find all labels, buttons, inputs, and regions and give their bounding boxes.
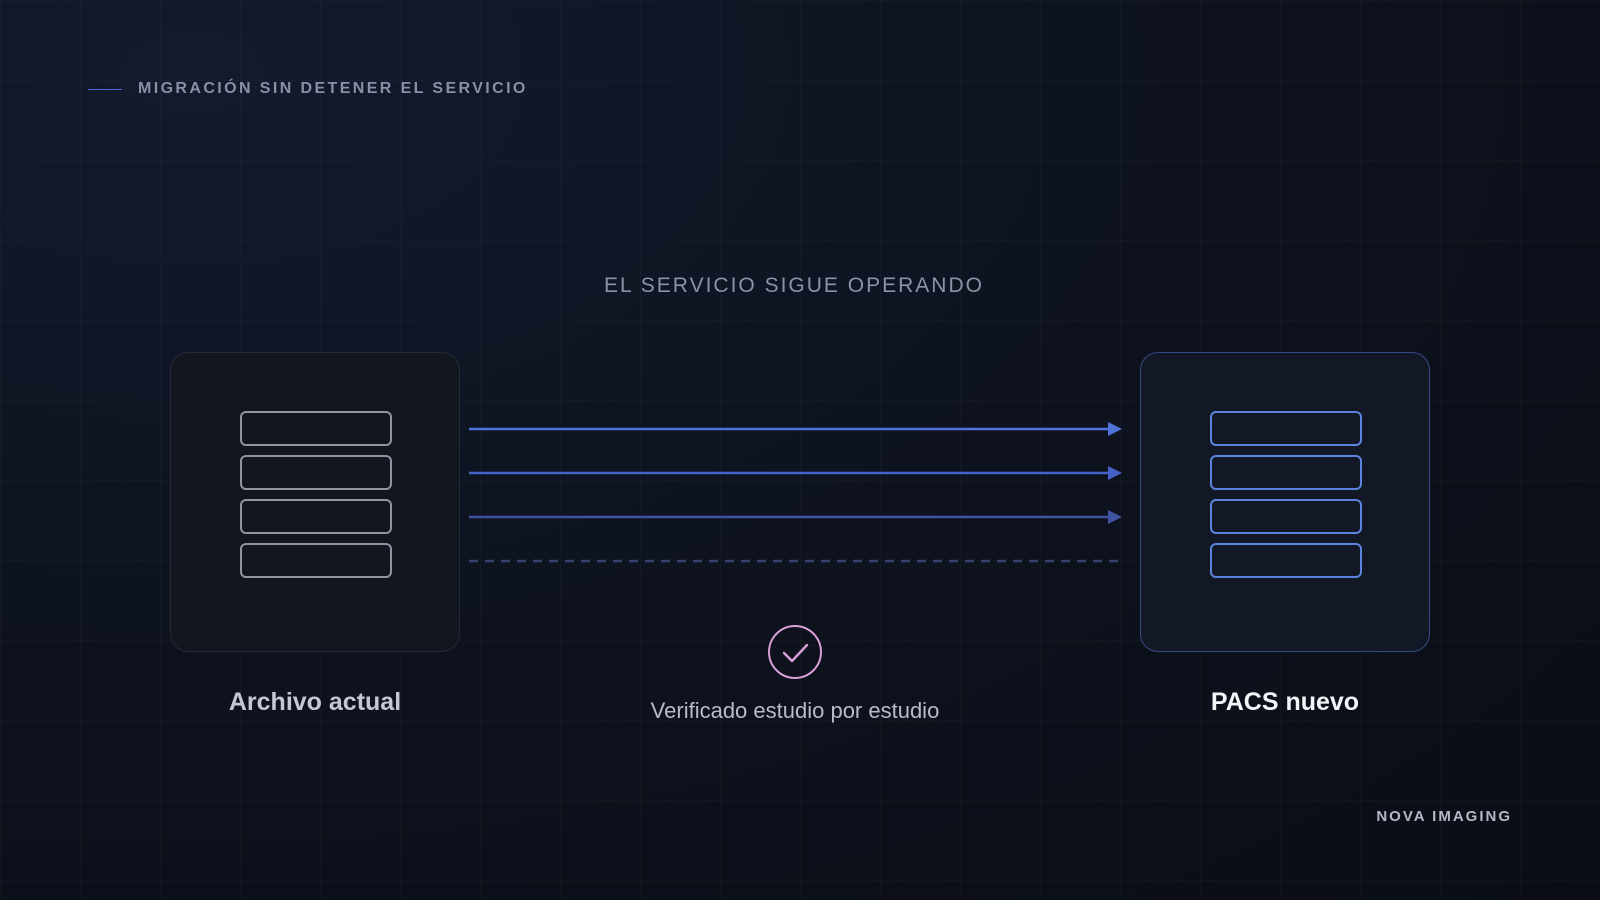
service-status-heading: EL SERVICIO SIGUE OPERANDO [604, 274, 984, 297]
target-disk [1210, 499, 1362, 534]
source-label: Archivo actual [228, 688, 402, 716]
section-eyebrow: MIGRACIÓN SIN DETENER EL SERVICIO [88, 80, 528, 98]
target-disk [1210, 455, 1362, 490]
target-disk [1210, 543, 1362, 578]
source-disk [240, 499, 392, 534]
source-storage-icon [240, 411, 392, 587]
check-mark [782, 643, 809, 663]
brand-logo-text: NOVA IMAGING [1376, 808, 1512, 825]
flow-lines-group [469, 422, 1122, 563]
target-label: PACS nuevo [1210, 688, 1360, 716]
eyebrow-title: MIGRACIÓN SIN DETENER EL SERVICIO [138, 80, 528, 97]
flow-arrowhead [1108, 466, 1122, 480]
source-disk [240, 411, 392, 446]
check-circle-ring [768, 625, 822, 679]
eyebrow-accent-line [88, 88, 122, 90]
flow-arrowhead [1108, 510, 1122, 524]
check-circle-icon [768, 625, 822, 679]
source-disk [240, 455, 392, 490]
verification-label: Verificado estudio por estudio [650, 698, 940, 723]
source-archive-node [170, 352, 460, 652]
flow-arrowhead [1108, 422, 1122, 436]
source-disk [240, 543, 392, 578]
target-pacs-node [1140, 352, 1430, 652]
target-storage-icon [1210, 411, 1362, 587]
target-disk [1210, 411, 1362, 446]
